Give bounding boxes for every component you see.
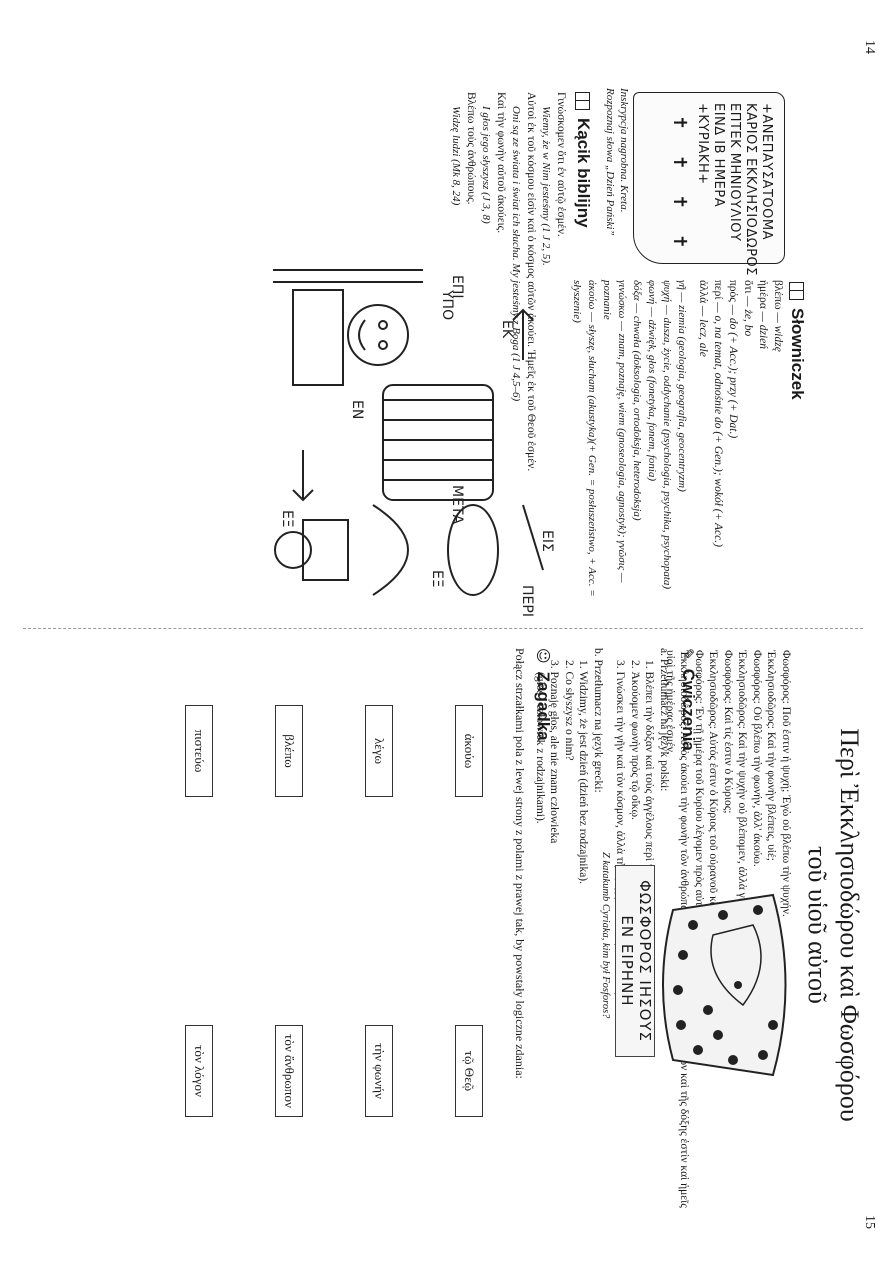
cartoon-label: ΕΠΙ (449, 275, 465, 299)
puzzle-right-box[interactable]: τὸν ἄνθρωπον (275, 1025, 303, 1117)
vocab-meaning: — do (+ Acc.); przy (+ Dat.) (727, 304, 739, 439)
catacomb-bowl-image (662, 893, 787, 1077)
bowl-inscription-line: ΦΩΣΦΟΡΟΣ ΙΗΣΟΥΣ (636, 879, 654, 1043)
vocab-word: γῆ (676, 280, 688, 290)
vocab-entry: περί — o, na temat, odnośnie do (+ Gen.)… (710, 280, 725, 620)
puzzle-left-box[interactable]: πιστεύω (185, 705, 213, 797)
vocab-meaning: — słyszę, słucham (akustyka)(+ Gen. = po… (571, 280, 598, 597)
vocab-word: φωνή (646, 280, 658, 305)
vocab-entry: ἡμέρα — dzień (755, 280, 770, 620)
vocab-meaning: — znam, poznaję, wiem (gnoseologia, agno… (601, 280, 628, 583)
inscription-line: ΕΠΤΕΚ ΜΗΝΙΟΥΛΙΟΥ (727, 103, 742, 242)
vocab-meaning: — że, bo (742, 296, 754, 337)
cart-body (382, 384, 494, 501)
vocab-word: ἀλλά (697, 280, 709, 304)
puzzle-right-box[interactable]: τὸν λόγον (185, 1025, 213, 1117)
bowl-inscription-line: ΕΝ ΕΙΡΗΝΗ (618, 915, 636, 1007)
bowl-inscription: ΦΩΣΦΟΡΟΣ ΙΗΣΟΥΣ ΕΝ ΕΙΡΗΝΗ (615, 865, 655, 1057)
cross-icons: ✝ ✝ ✝ ✝ (670, 115, 690, 259)
vocab-entry: δόξα — chwała (doksologia, ortodoksja, h… (629, 280, 644, 620)
vocab-entry: ἀλλά — lecz, ale (695, 280, 710, 620)
heading-text: Słowniczek (788, 308, 807, 400)
zagadka-instructions: Połącz strzałkami pola z lewej strony z … (513, 648, 527, 1079)
vocab-word: ψυχή (661, 280, 673, 303)
vocab-word: πρός (727, 280, 739, 302)
vocab-meaning: — widzę (772, 312, 784, 352)
vocab-meaning: — dusza, życie, oddychanie (psychologia,… (661, 304, 673, 590)
slowniczek-heading: Słowniczek (787, 282, 807, 400)
smiley-icon: ☺ (534, 648, 552, 664)
figure-head (347, 304, 409, 366)
zagadka-heading: ☺ Zagadka (533, 648, 553, 741)
page-number-right: 15 (862, 1215, 877, 1229)
vocab-meaning: — ziemia (geologia, geografia, geocentry… (676, 292, 688, 492)
puzzle-left-box[interactable]: ἀκούω (455, 705, 483, 797)
page-divider (23, 628, 863, 630)
cwiczenia-heading: ✎ Ćwiczenia (678, 648, 698, 751)
tombstone-inscription: +ΑΝΕΠΑΥΣΑΤΟΟΜΑ ΚΑΡΙΟΣ ΕΚΚΛΗΣΙΟΔΩΡΟΣ ΕΠΤΕ… (633, 92, 785, 276)
inscription-line: +ΚΥΡΙΑΚΗ+ (695, 103, 710, 185)
vocab-entry: γῆ — ziemia (geologia, geografia, geocen… (674, 280, 689, 620)
vocab-meaning: — lecz, ale (697, 306, 709, 357)
inscription-line: ΕΙΝΔ ΙΒ ΗΜΕΡΑ (711, 103, 726, 208)
vocabulary-list: βλέπω — widzę ἡμέρα — dzień ὅτι — że, bo… (569, 280, 785, 620)
vocab-word: ὅτι (742, 280, 754, 294)
vocab-word: ἡμέρα (757, 280, 769, 309)
book-icon (789, 282, 805, 300)
vocab-meaning: — o, na temat, odnośnie do (+ Gen.); wok… (712, 302, 724, 547)
vocab-meaning: — dzień (757, 311, 769, 350)
puzzle-left-box[interactable]: λέγω (365, 705, 393, 797)
vocab-entry: πρός — do (+ Acc.); przy (+ Dat.) (725, 280, 740, 620)
puzzle-right-box[interactable]: τὴν φωνήν (365, 1025, 393, 1117)
caption-line: Rozpoznaj słowa „Dzień Pański” (604, 88, 616, 236)
vocab-meaning: — chwała (doksologia, ortodoksja, hetero… (631, 303, 643, 521)
cartoon-label: ΕΞ (279, 510, 295, 528)
puzzle-left-box[interactable]: βλέπω (275, 705, 303, 797)
vocab-word: βλέπω (772, 280, 784, 310)
vocab-entry: βλέπω — widzę (770, 280, 785, 620)
vocab-word: ἀκούω (586, 280, 598, 310)
vocab-entry: ὅτι — że, bo (740, 280, 755, 620)
vocab-entry: γινώσκω — znam, poznaję, wiem (gnoseolog… (599, 280, 629, 620)
pencil-icon: ✎ (679, 648, 697, 661)
cartoon-label: ΕΞ (429, 570, 445, 588)
cartoon-label: ΥΠΟ (439, 289, 455, 320)
little-head (274, 531, 312, 569)
prepositions-cartoon: ΠΕΡΙ ΕΞ ΕΙΣ ΜΕΤΑ ΥΠΟ ΕΚ ΕΠΙ ΕΝ ΕΞ (273, 269, 555, 617)
cartoon-label: ΕΙΣ (539, 530, 555, 552)
vocab-entry: φωνή — dźwięk, głos (fonetyka, fonem, fo… (644, 280, 659, 620)
lesson-title: Περὶ Ἐκκλησιοδώρου καὶ Φωσφόρου τοῦ υἱοῦ… (801, 690, 865, 1160)
kacik-heading: Kącik biblijny (573, 92, 593, 228)
vocab-entry: ἀκούω — słyszę, słucham (akustyka)(+ Gen… (569, 280, 599, 620)
figure-body (292, 289, 344, 386)
exercise-item: 1. Widzimy, że jest dzień (dzień bez rod… (577, 660, 590, 885)
exercise-item: 2. Co słyszysz o nim? (563, 660, 575, 761)
book-icon (575, 92, 591, 110)
vocab-meaning: — dźwięk, głos (fonetyka, fonem, fonia) (646, 306, 658, 482)
cartoon-label: ΠΕΡΙ (519, 585, 535, 617)
cartoon-label: ΕΝ (349, 400, 365, 419)
bowl-caption: Z katakumb Cyriaka, kim był Fosforos? (600, 852, 611, 1019)
inscription-line: +ΑΝΕΠΑΥΣΑΤΟΟΜΑ (759, 103, 774, 240)
cartoon-label: ΕΚ (499, 320, 515, 339)
inscription-caption: Inskrypcja nagrobna. Kreta. Rozpoznaj sł… (603, 88, 631, 236)
vocab-entry: ψυχή — dusza, życie, oddychanie (psychol… (659, 280, 674, 620)
heading-text: Kącik biblijny (574, 118, 593, 228)
puzzle-right-box[interactable]: τῷ Θεῷ (455, 1025, 483, 1117)
page-number-left: 14 (862, 40, 877, 54)
heading-text: Ćwiczenia (679, 668, 698, 751)
vocab-word: δόξα (631, 280, 643, 301)
title-line: τοῦ υἱοῦ αὐτοῦ (803, 846, 832, 1004)
heading-text: Zagadka (534, 671, 553, 741)
dove (447, 504, 499, 596)
inscription-line: ΚΑΡΙΟΣ ΕΚΚΛΗΣΙΟΔΩΡΟΣ (743, 103, 758, 276)
vocab-word: γινώσκω (616, 280, 628, 319)
fish-icon (710, 924, 762, 1007)
vocab-word: περί (712, 280, 724, 300)
cartoon-label: ΜΕΤΑ (449, 485, 465, 524)
caption-line: Inskrypcja nagrobna. Kreta. (618, 88, 630, 213)
title-line: Περὶ Ἐκκλησιοδώρου καὶ Φωσφόρου (835, 728, 864, 1122)
